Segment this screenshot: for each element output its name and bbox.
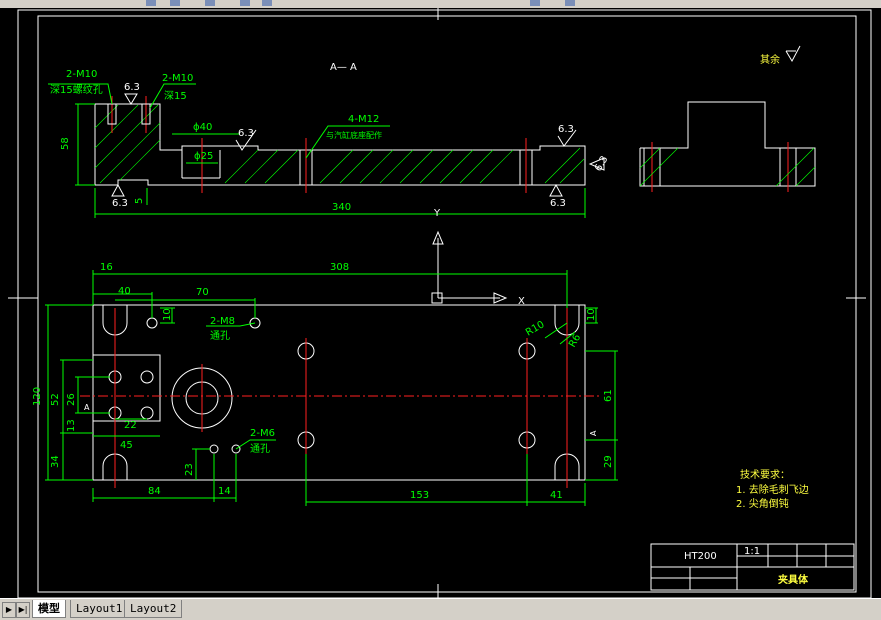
title-block[interactable]: HT200 1:1 夹具体 xyxy=(650,543,855,591)
title-part-name: 夹具体 xyxy=(778,573,809,586)
tech-req-title: 技术要求： xyxy=(740,468,790,481)
toolbar-icon[interactable] xyxy=(530,0,540,6)
dim-r10: R10 xyxy=(524,319,547,338)
note-4m12: 4-M12 xyxy=(348,114,379,125)
dim-14: 14 xyxy=(218,486,231,497)
rough-63-a: 6.3 xyxy=(124,82,140,93)
dim-34: 34 xyxy=(50,455,61,468)
roughness-symbol-icon xyxy=(588,157,605,171)
toolbar-icon[interactable] xyxy=(170,0,180,6)
roughness-symbol-icon xyxy=(549,183,563,197)
dim-308: 308 xyxy=(330,262,349,273)
note-2m10-a-sub: 深15螺纹孔 xyxy=(50,83,103,96)
note-4m12-sub: 与汽缸底座配作 xyxy=(326,130,382,140)
section-label: A— A xyxy=(330,62,357,73)
dim-340: 340 xyxy=(332,202,351,213)
side-view[interactable] xyxy=(639,101,816,192)
toolbar-icon[interactable] xyxy=(262,0,272,6)
dim-70: 70 xyxy=(196,287,209,298)
rough-63-b: 6.3 xyxy=(238,128,254,139)
dim-61: 61 xyxy=(603,389,614,402)
ucs-icon: Y X xyxy=(431,208,525,307)
dim-120: 120 xyxy=(32,387,43,406)
mark-a-right: A xyxy=(589,430,598,436)
title-material: HT200 xyxy=(684,551,717,562)
tab-model[interactable]: 模型 xyxy=(32,600,66,618)
ucs-x-label: X xyxy=(518,296,525,307)
drawing-border-inner xyxy=(37,15,857,593)
rough-63-c: 6.3 xyxy=(558,124,574,135)
dim-26: 26 xyxy=(66,393,77,406)
dim-52: 52 xyxy=(50,393,61,406)
dim-phi25: ϕ25 xyxy=(194,151,213,162)
roughness-rest-label: 其余 xyxy=(760,53,780,66)
roughness-symbol-icon xyxy=(124,93,138,105)
dim-40: 40 xyxy=(118,286,131,297)
tab-nav-prev-button[interactable]: ▶ xyxy=(2,602,16,618)
rough-63-d: 6.3 xyxy=(112,198,128,209)
dim-22: 22 xyxy=(124,420,137,431)
mark-a-left: A xyxy=(84,403,90,412)
ucs-y-label: Y xyxy=(433,208,441,219)
dim-23: 23 xyxy=(184,463,195,476)
dim-phi40: ϕ40 xyxy=(193,122,212,133)
dim-13: 13 xyxy=(66,419,77,432)
drawing-border-outer xyxy=(17,9,872,598)
toolbar-icon[interactable] xyxy=(205,0,215,6)
dim-84: 84 xyxy=(148,486,161,497)
tech-req-item2: 2. 尖角倒钝 xyxy=(736,497,789,510)
note-2m6-sub: 通孔 xyxy=(250,443,270,455)
cad-drawing[interactable]: A— A 其余 58 5 340 ϕ xyxy=(0,8,881,598)
note-2m10-b: 2-M10 xyxy=(162,73,193,84)
tech-requirements: 技术要求： 1. 去除毛刺飞边 2. 尖角倒钝 xyxy=(736,468,809,510)
tab-layout2[interactable]: Layout2 xyxy=(124,600,183,618)
roughness-symbol-icon xyxy=(557,129,577,147)
note-2m8: 2-M8 xyxy=(210,316,235,327)
dim-41: 41 xyxy=(550,490,563,501)
toolbar-icon[interactable] xyxy=(240,0,250,6)
dim-5: 5 xyxy=(134,198,145,204)
tech-req-item1: 1. 去除毛刺飞边 xyxy=(736,483,809,496)
title-scale: 1:1 xyxy=(744,546,760,557)
rough-63-f: 6.3 xyxy=(593,154,610,173)
note-2m10-a: 2-M10 xyxy=(66,69,97,80)
dim-153: 153 xyxy=(410,490,429,501)
rough-63-e: 6.3 xyxy=(550,198,566,209)
layout-tab-bar: ▶ ▶| 模型 Layout1 Layout2 xyxy=(0,598,881,620)
roughness-symbol-icon xyxy=(235,129,257,151)
plan-view[interactable]: 16 308 40 70 10 10 R10 R6 120 52 26 13 3… xyxy=(32,262,618,506)
dim-45: 45 xyxy=(120,440,133,451)
dim-58: 58 xyxy=(60,137,71,150)
dim-29: 29 xyxy=(603,455,614,468)
tab-layout1[interactable]: Layout1 xyxy=(70,600,129,618)
note-2m10-b-sub: 深15 xyxy=(164,90,187,102)
section-view[interactable]: 58 5 340 ϕ40 ϕ25 2-M10 深15螺纹孔 2-M10 深15 … xyxy=(48,69,611,218)
toolbar-icon[interactable] xyxy=(146,0,156,6)
dim-10a: 10 xyxy=(162,308,173,321)
tab-nav-last-button[interactable]: ▶| xyxy=(16,602,30,618)
note-2m8-sub: 通孔 xyxy=(210,330,230,342)
note-2m6: 2-M6 xyxy=(250,428,275,439)
dim-10b: 10 xyxy=(586,308,597,321)
roughness-symbol-icon xyxy=(111,183,125,197)
toolbar-icon[interactable] xyxy=(565,0,575,6)
drawing-canvas[interactable]: A— A 其余 58 5 340 ϕ xyxy=(0,8,881,598)
roughness-symbol-icon xyxy=(785,45,801,63)
dim-16: 16 xyxy=(100,262,113,273)
